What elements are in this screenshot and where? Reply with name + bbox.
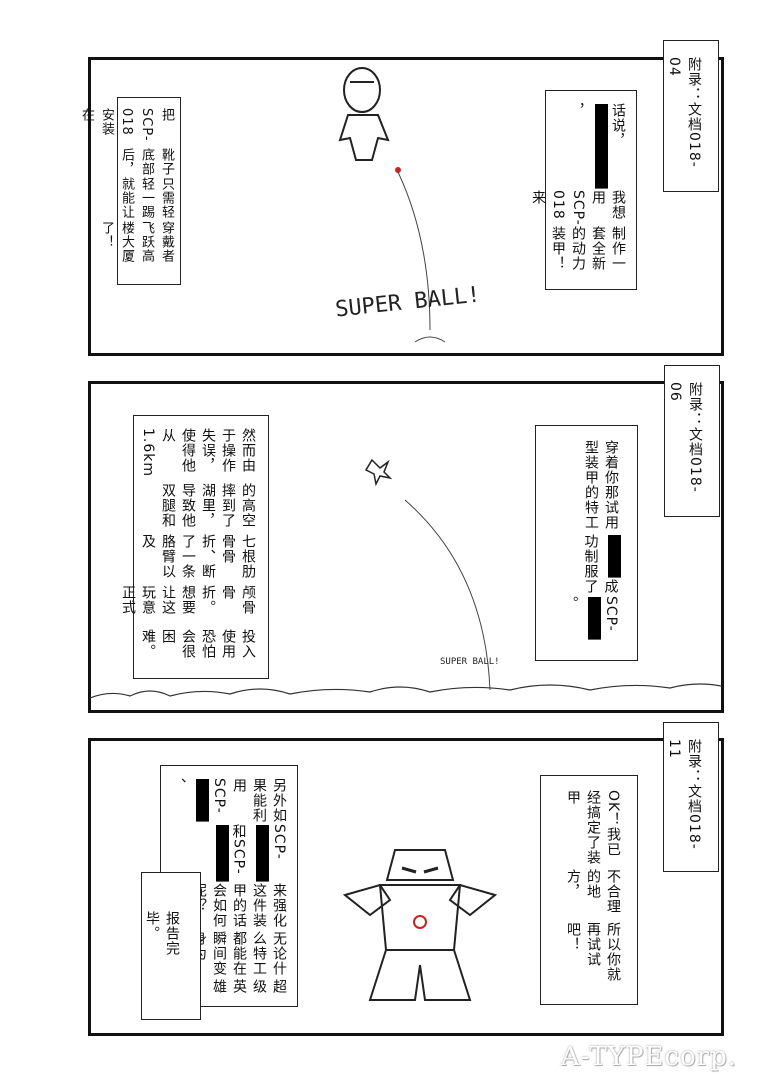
text-segment: 超级英雄 [211,979,287,994]
speech-box: 话说， ， 我想用SCP-018来制作一套全新的动力装甲！ [530,90,637,290]
text-line: 超级英雄 [169,979,289,994]
text-segment: 然而由于操作失误，使得他从1.6km [140,428,256,478]
text-segment: 、 [170,778,187,793]
caption-text: 附录：文档018-06 [667,382,703,493]
text-segment: SCP- [271,823,287,860]
text-line: 所以你就再试试吧！ [555,922,623,990]
text-segment: 另外如果能利用SCP- [211,778,287,823]
text-line: SCP- 和SCP- [169,824,289,883]
text-segment: 来强化这件装甲的话会如何呢？ [191,882,287,928]
text-segment: 的高空摔到了湖里，导致他双腿和 [160,483,256,529]
text-line: 制作一套全新的动力装甲！ [550,226,628,277]
text-line: 靴子底部后， [119,148,176,177]
text-line: 不合理的地方， [555,869,623,922]
text-line: 成功制服了 [552,534,621,596]
text-line: 把SCP-018安装在 [79,108,176,148]
text-segment: 和SCP- [230,823,247,875]
text-line: 然而由于操作失误，使得他从1.6km [140,428,258,483]
text-line: 七根肋骨骨折、断了一条胳臂以及 [140,534,258,585]
text-segment: 话说， [610,103,626,148]
caption-text: 附录：文档018-11 [666,739,702,850]
text-segment: 成功制服了 [582,533,619,594]
text-line: 投入使用恐怕会很困难。 [140,629,258,666]
text-line: 话说， ， [554,103,628,190]
text-line: 无论什么特工都能在瞬间变身为 [169,931,289,979]
text-line: 我想用SCP-018来 [530,190,628,226]
narration-box: 把SCP-018安装在靴子底部后，只需轻轻一踢就能让穿戴者飞跃高楼大厦了！ [79,97,181,285]
text-line: 另外如果能利用SCP- 、 [169,778,289,824]
caption-document-018-04: 附录：文档018-04 [663,40,719,192]
text-line: 穿着你那试用型装甲的特工 [552,440,621,534]
report-text: 报告完毕。 [144,911,180,956]
text-segment: 。 [562,596,579,612]
redaction-bar [196,779,209,822]
text-segment: SCP- [603,596,619,632]
text-segment: 制作一套全新的动力装甲！ [550,225,626,271]
redaction-bar [256,824,269,882]
text-segment: 七根肋骨骨折、断了一条胳臂以及 [140,533,256,579]
text-segment: 穿着你那试用型装甲的特工 [583,440,619,530]
text-segment: 无论什么特工都能在瞬间变身为 [191,930,287,976]
text-segment: 穿戴者飞跃高楼大厦了！ [99,220,174,263]
speech-box: OK！我已经搞定了装甲不合理的地方， 所以你就再试试吧！ [540,775,638,1005]
power-armor-robot-illustration [342,849,498,1001]
redaction-bar [608,534,621,578]
armored-figure-jumping-illustration [338,67,446,343]
text-line: SCP- 。 [552,596,621,646]
redaction-bar [595,104,608,189]
watermark-logo: A-TYPEcorp. [560,1042,737,1072]
text-segment: 投入使用恐怕会很困难。 [140,628,256,659]
redaction-bar [215,824,229,882]
narration-box: 然而由于操作失误，使得他从1.6km 的高空摔到了湖里，导致他双腿和七根肋骨骨折、… [120,415,269,679]
speech-box: 穿着你那试用型装甲的特工成功制服了 SCP- 。 [535,425,638,661]
text-line: 的高空摔到了湖里，导致他双腿和 [144,483,258,534]
text-line: OK！我已经搞定了装甲 [555,790,623,869]
text-segment: 颅骨骨折。想要让这玩意正式 [120,584,256,615]
text-segment: 不合理的地方， [565,869,621,915]
caption-text: 附录：文档018-04 [666,57,702,168]
caption-document-018-06: 附录：文档018-06 [664,365,720,517]
text-line: 只需轻轻一踢就能让 [119,177,176,220]
falling-figure-illustration [90,458,722,699]
caption-document-018-11: 附录：文档018-11 [663,722,719,872]
text-line: 颅骨骨折。想要让这玩意正式 [120,585,258,629]
text-segment: 把SCP-018安装在 [79,108,174,142]
redaction-bar [588,597,601,641]
text-segment: 我想用SCP-018来 [530,190,626,226]
text-segment: 靴子底部后， [119,148,174,177]
text-segment: ， [569,103,586,118]
text-segment: 所以你就再试试吧！ [565,922,621,983]
text-segment: 只需轻轻一踢就能让 [119,177,174,220]
text-segment: OK！我已经搞定了装甲 [565,790,621,865]
sfx-super-ball-small: SUPER BALL! [440,657,500,667]
text-line: 穿戴者飞跃高楼大厦了！ [99,221,176,274]
report-complete-box: 报告完毕。 [141,872,201,1020]
